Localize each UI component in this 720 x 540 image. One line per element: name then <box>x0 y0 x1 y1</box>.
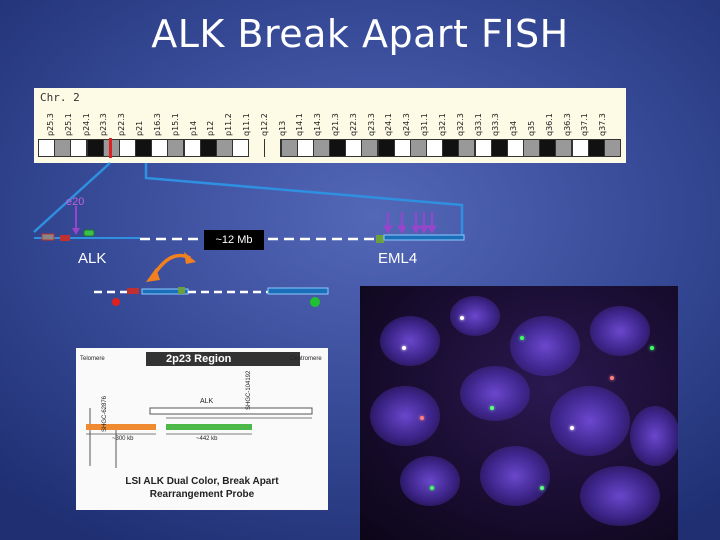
alk-label: ALK <box>78 250 107 267</box>
fish-signal-dot <box>490 406 494 410</box>
probe-diagram-panel: 2p23 Region Telomere Centromere SHGC-628… <box>76 348 328 510</box>
region-header-bar <box>146 352 300 366</box>
eml4-gene-bar <box>383 234 465 241</box>
eml4-junction <box>376 235 384 243</box>
cell-nucleus <box>550 386 630 456</box>
exon-arrowhead <box>72 228 80 235</box>
exon-label: e20 <box>66 196 85 208</box>
cell-nucleus <box>510 316 580 376</box>
cell-nucleus <box>400 456 460 506</box>
cell-nucleus <box>630 406 678 466</box>
cell-nucleus <box>480 446 550 506</box>
centromere-label: Centromere <box>290 356 322 362</box>
eml4-label: EML4 <box>378 250 418 267</box>
fish-signal-dot <box>610 376 614 380</box>
cell-nucleus <box>580 466 660 526</box>
region-title: 2p23 Region <box>166 353 232 365</box>
fish-signal-dot <box>540 486 544 490</box>
alk-probe-green <box>83 229 95 237</box>
cell-nucleus <box>380 316 440 366</box>
fish-signal-dot <box>430 486 434 490</box>
telomere-label: Telomere <box>80 356 105 362</box>
cell-nucleus <box>590 306 650 356</box>
fish-signal-dot <box>520 336 524 340</box>
marker-right: SHGC-104192 <box>246 370 252 410</box>
fused-eml4-bar-2 <box>267 287 329 295</box>
probe-gene-bar <box>149 407 313 415</box>
fish-signal-dot <box>570 426 574 430</box>
fish-signal-dot <box>650 346 654 350</box>
alk-exon-block <box>41 233 55 241</box>
chromosome-label: Chr. 2 <box>40 91 80 104</box>
cell-nucleus <box>370 386 440 446</box>
red-signal-dot <box>112 298 120 306</box>
marker-left: SHGC-62876 <box>102 395 108 432</box>
distance-label: ~12 Mb <box>204 230 264 250</box>
alk-breakpoint-red <box>60 235 70 241</box>
fused-red <box>127 288 139 294</box>
green-probe-bar <box>166 424 252 430</box>
right-size-label: ~442 kb <box>196 436 218 442</box>
slide-title: ALK Break Apart FISH <box>151 12 569 56</box>
probe-footer-line2: Rearrangement Probe <box>149 489 255 500</box>
probe-footer-line1: LSI ALK Dual Color, Break Apart <box>125 476 279 487</box>
cell-nucleus <box>450 296 500 336</box>
eml4-exon-arrows <box>383 212 437 235</box>
left-size-label: ~300 kb <box>112 436 134 442</box>
alk-locus-marker <box>109 138 112 158</box>
orange-probe-bar <box>86 424 156 430</box>
gene-label: ALK <box>200 398 214 405</box>
chromosome-band <box>603 139 621 157</box>
fish-signal-dot <box>420 416 424 420</box>
cell-nucleus <box>460 366 530 421</box>
fish-microscopy-image <box>360 286 678 540</box>
zoom-line-left <box>33 162 111 233</box>
fish-signal-dot <box>402 346 406 350</box>
fish-signal-dot <box>460 316 464 320</box>
zoom-line-right <box>144 163 464 236</box>
green-signal-dot <box>310 297 320 307</box>
